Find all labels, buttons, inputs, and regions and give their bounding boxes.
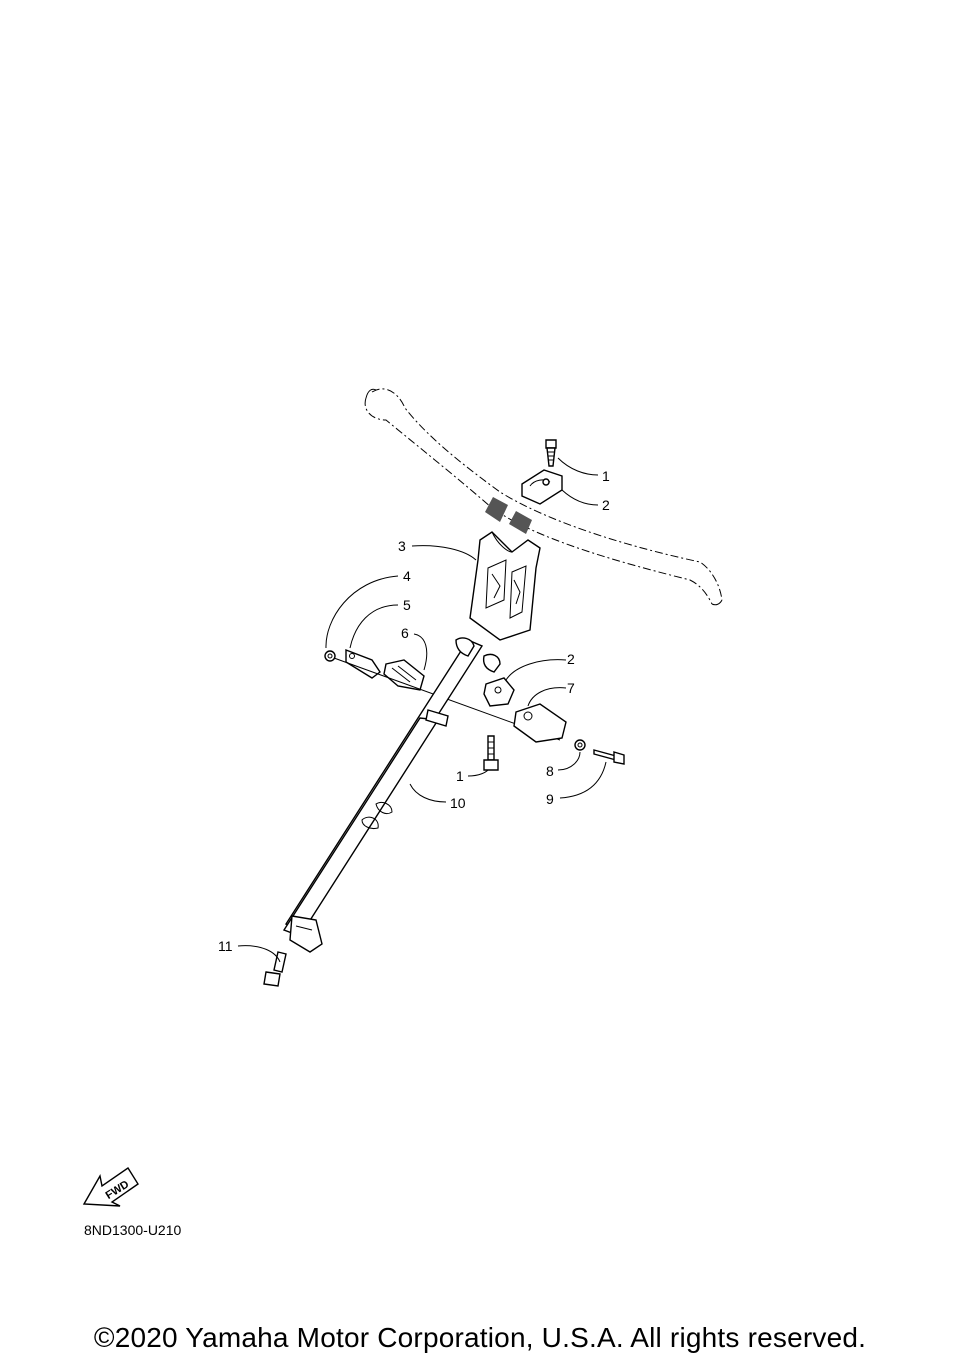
nut-right xyxy=(574,739,586,751)
stay-bracket xyxy=(345,648,381,679)
lower-holder xyxy=(483,677,515,707)
bolt-lower xyxy=(483,735,499,771)
callout-2-lower: 2 xyxy=(567,651,575,667)
handlebar-holder xyxy=(469,531,541,641)
leader-lines xyxy=(237,457,607,963)
callout-10: 10 xyxy=(450,795,466,811)
callout-2-upper: 2 xyxy=(602,497,610,513)
diagram-code: 8ND1300-U210 xyxy=(84,1222,182,1238)
clamp-left xyxy=(383,659,425,691)
callout-labels: 1 2 3 4 5 6 2 7 1 8 9 10 11 xyxy=(218,468,610,954)
callout-8: 8 xyxy=(546,763,554,779)
upper-holder-top xyxy=(521,469,563,505)
callout-4: 4 xyxy=(403,568,411,584)
callout-6: 6 xyxy=(401,625,409,641)
nut-left xyxy=(324,650,336,662)
bracket-right xyxy=(513,703,567,743)
forward-arrow-icon: FWD xyxy=(82,1167,139,1207)
callout-7: 7 xyxy=(567,680,575,696)
callout-1-lower: 1 xyxy=(456,768,464,784)
callout-11: 11 xyxy=(218,938,233,954)
copyright-notice: ©2020 Yamaha Motor Corporation, U.S.A. A… xyxy=(93,1322,867,1353)
bolt-right xyxy=(593,749,625,765)
bolt-bottom xyxy=(263,951,287,987)
callout-5: 5 xyxy=(403,597,411,613)
callout-9: 9 xyxy=(546,791,554,807)
callout-1-upper: 1 xyxy=(602,468,610,484)
steering-column xyxy=(282,637,501,953)
handlebar-knurl xyxy=(485,497,532,534)
callout-3: 3 xyxy=(398,538,406,554)
bolt-upper xyxy=(545,439,557,467)
